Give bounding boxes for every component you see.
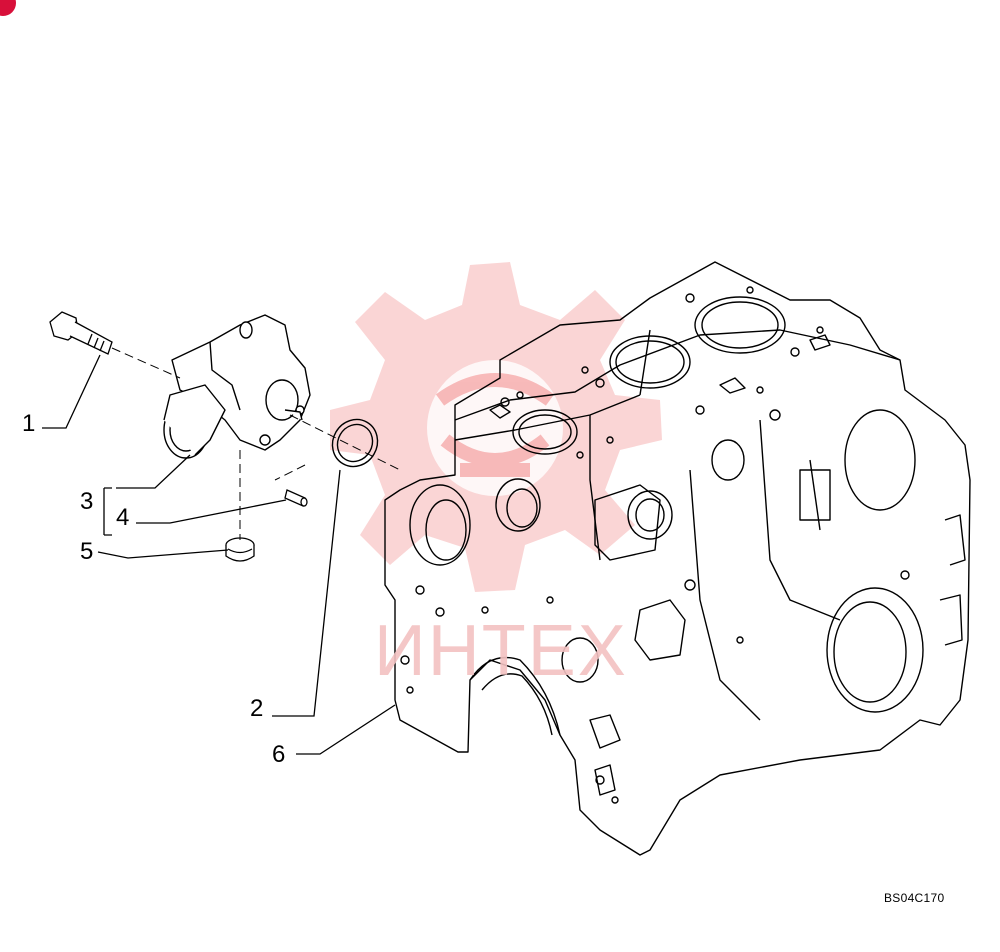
thermostat-housing	[163, 314, 311, 459]
watermark-text: ИНТЕХ	[374, 611, 628, 691]
corner-badge	[0, 0, 16, 16]
callout-6: 6	[272, 741, 286, 768]
callout-4: 4	[116, 504, 130, 531]
plug	[225, 537, 255, 562]
engine-block	[384, 261, 971, 856]
callout-3: 3	[80, 488, 94, 515]
dowel-pin	[284, 489, 308, 507]
callout-1: 1	[22, 410, 36, 437]
callout-5: 5	[80, 538, 94, 565]
callout-2: 2	[250, 695, 264, 722]
bolt	[49, 311, 113, 355]
assembly-lines	[111, 347, 401, 540]
leader-lines	[42, 354, 396, 755]
drawing-code: BS04C170	[884, 891, 945, 905]
seal-ring	[331, 418, 379, 468]
